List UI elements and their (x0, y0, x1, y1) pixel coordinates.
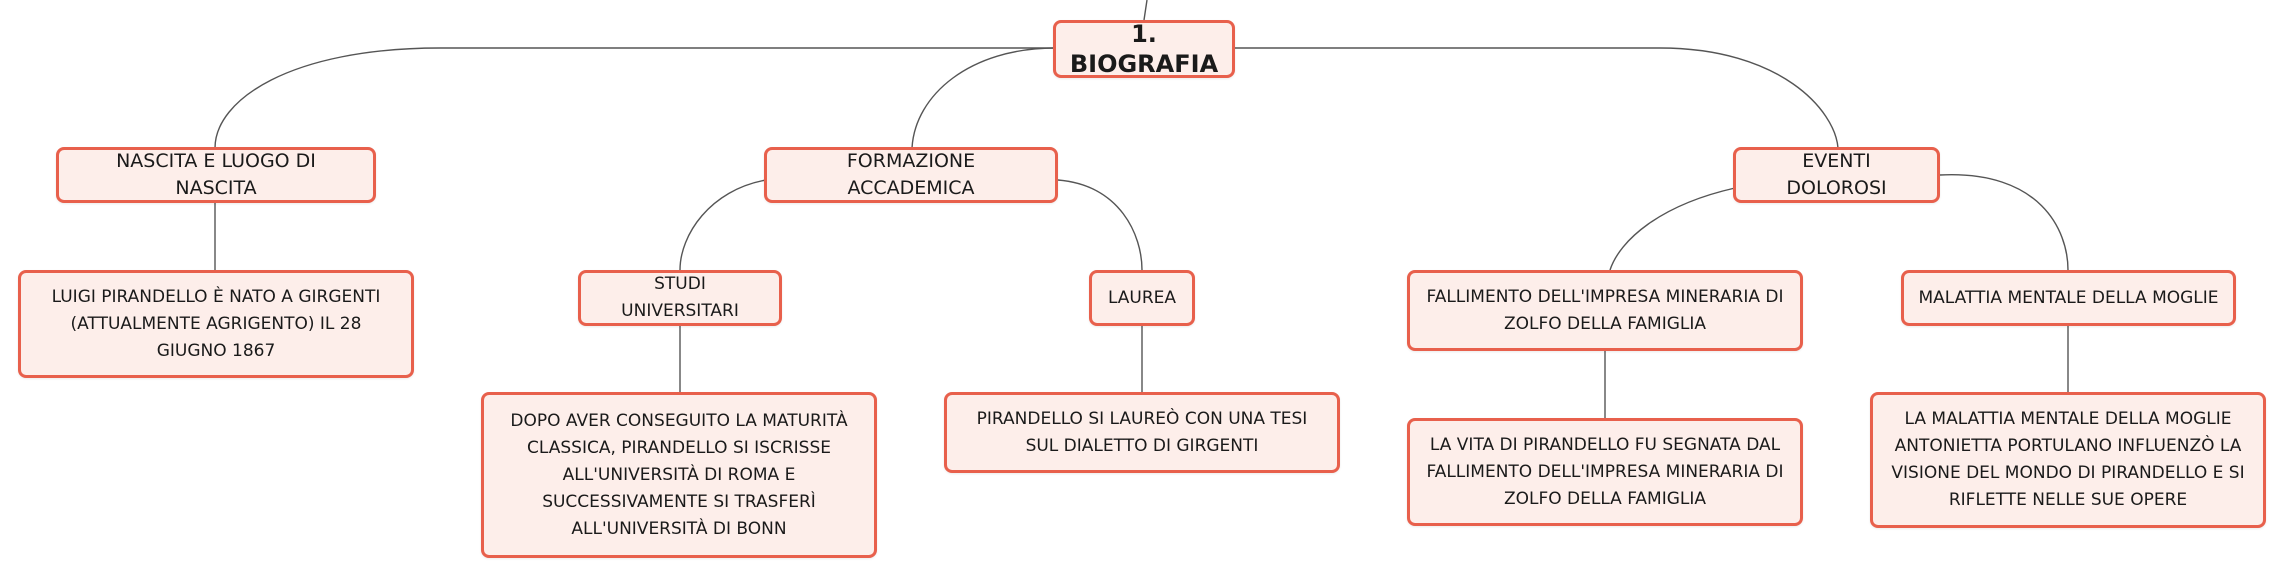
subtopic-label-studi: STUDI UNIVERSITARI (621, 274, 739, 321)
subtopic-node-laurea[interactable]: LAUREA (1089, 270, 1195, 326)
subtopic-label-malattia: MALATTIA MENTALE DELLA MOGLIE (1918, 287, 2219, 308)
root-node[interactable]: 1. BIOGRAFIA (1053, 20, 1235, 78)
detail-node-studi[interactable]: DOPO AVER CONSEGUITO LA MATURITÀ CLASSIC… (481, 392, 877, 558)
subtopic-node-malattia[interactable]: MALATTIA MENTALE DELLA MOGLIE (1901, 270, 2236, 326)
subtopic-node-studi[interactable]: STUDI UNIVERSITARI (578, 270, 782, 326)
topic-label-eventi: EVENTI DOLOROSI (1786, 150, 1887, 199)
detail-text-malattia: LA MALATTIA MENTALE DELLA MOGLIE ANTONIE… (1891, 409, 2245, 510)
detail-node-laurea[interactable]: PIRANDELLO SI LAUREÒ CON UNA TESI SUL DI… (944, 392, 1340, 473)
connector-eventi-malattia (1939, 174, 2069, 271)
topic-label-nascita: NASCITA E LUOGO DI NASCITA (116, 150, 316, 199)
detail-text-laurea: PIRANDELLO SI LAUREÒ CON UNA TESI SUL DI… (976, 408, 1308, 456)
detail-node-fallimento[interactable]: LA VITA DI PIRANDELLO FU SEGNATA DAL FAL… (1407, 418, 1803, 526)
topic-node-eventi[interactable]: EVENTI DOLOROSI (1733, 147, 1940, 203)
topic-label-formazione: FORMAZIONE ACCADEMICA (846, 150, 976, 199)
topic-node-formazione[interactable]: FORMAZIONE ACCADEMICA (764, 147, 1058, 203)
detail-text-nascita: LUIGI PIRANDELLO È NATO A GIRGENTI (ATTU… (51, 286, 381, 361)
connector-root-eventi (1232, 47, 1839, 149)
connector-eventi-fallimento (1609, 187, 1736, 271)
detail-text-fallimento: LA VITA DI PIRANDELLO FU SEGNATA DAL FAL… (1426, 434, 1784, 509)
connector-formazione-studi (679, 179, 767, 271)
detail-node-malattia[interactable]: LA MALATTIA MENTALE DELLA MOGLIE ANTONIE… (1870, 392, 2266, 528)
subtopic-node-fallimento[interactable]: FALLIMENTO DELL'IMPRESA MINERARIA DI ZOL… (1407, 270, 1803, 351)
connector-formazione-laurea (1057, 179, 1143, 271)
subtopic-label-laurea: LAUREA (1107, 287, 1177, 308)
subtopic-label-fallimento: FALLIMENTO DELL'IMPRESA MINERARIA DI ZOL… (1426, 286, 1784, 334)
connector-root-formazione (911, 47, 1056, 149)
connector-root-nascita (214, 47, 1055, 149)
detail-node-nascita[interactable]: LUIGI PIRANDELLO È NATO A GIRGENTI (ATTU… (18, 270, 414, 378)
connector-root-stub (1143, 0, 1148, 21)
detail-text-studi: DOPO AVER CONSEGUITO LA MATURITÀ CLASSIC… (510, 410, 848, 539)
root-node-label: 1. BIOGRAFIA (1069, 20, 1219, 78)
topic-node-nascita[interactable]: NASCITA E LUOGO DI NASCITA (56, 147, 376, 203)
